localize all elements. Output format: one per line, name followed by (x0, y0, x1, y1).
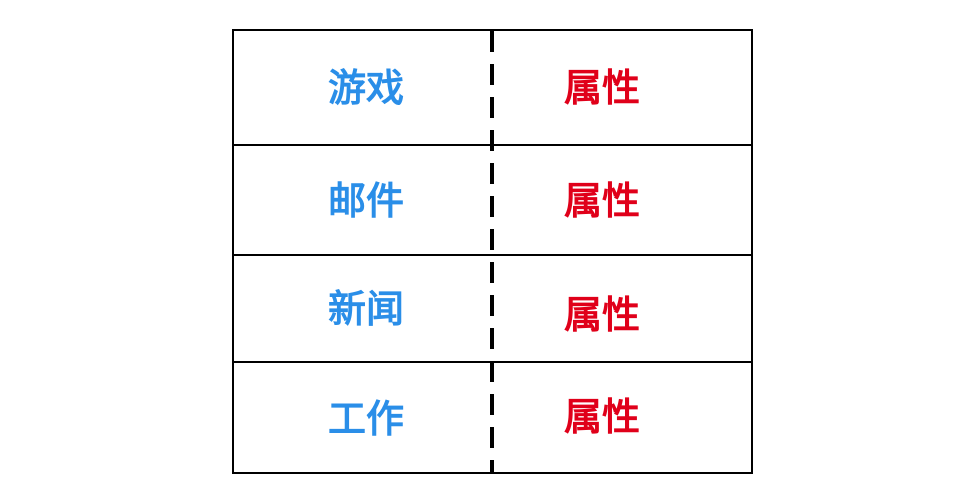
attribute-label: 属性 (564, 66, 641, 110)
dashed-divider (490, 31, 494, 472)
category-label: 工作 (328, 397, 405, 441)
attribute-label: 属性 (564, 395, 641, 439)
category-table: 游戏 属性 邮件 属性 新闻 属性 工作 属性 (232, 29, 753, 474)
category-label: 新闻 (328, 287, 405, 331)
attribute-label: 属性 (564, 293, 641, 337)
attribute-label: 属性 (564, 179, 641, 223)
table-row: 游戏 属性 (234, 31, 751, 144)
category-label: 邮件 (328, 179, 405, 223)
category-label: 游戏 (328, 66, 405, 110)
